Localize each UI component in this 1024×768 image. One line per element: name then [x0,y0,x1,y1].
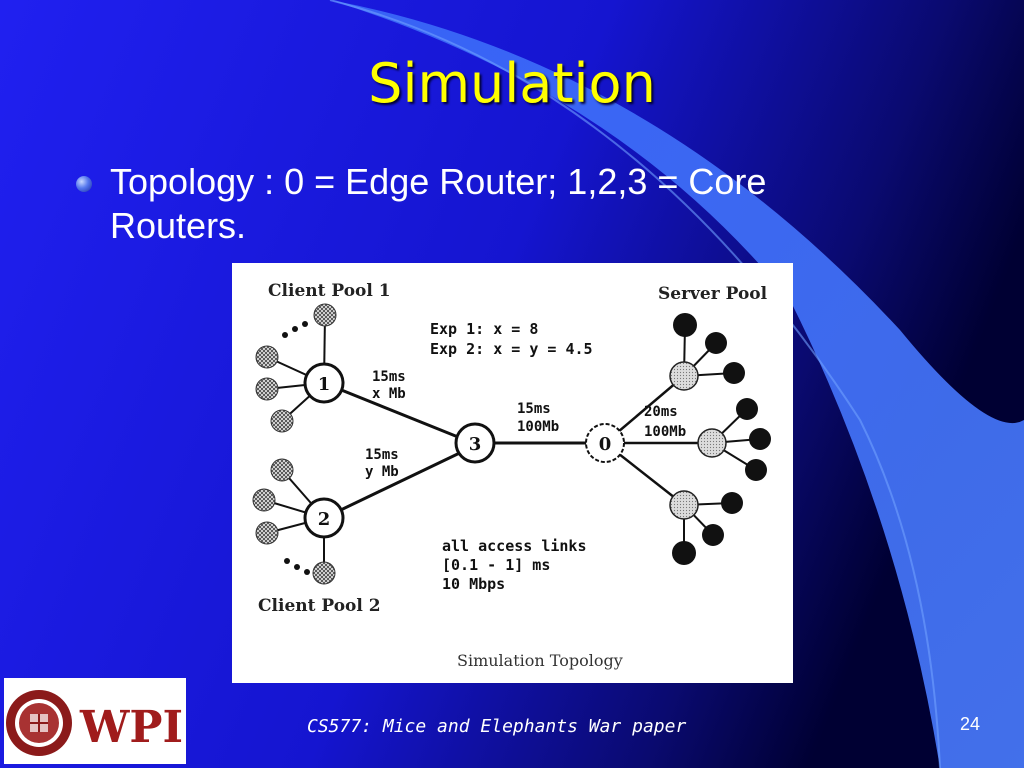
link-0-server-delay: 20ms [644,404,678,420]
access-links-delay: [0.1 - 1] ms [442,556,550,574]
topology-diagram-svg: 1 2 3 0 Client Pool 1 Client Pool 2 Serv… [252,281,771,670]
link-2-3 [323,447,469,520]
link-2-3-bandwidth: y Mb [365,464,399,480]
exp2-label: Exp 2: x = y = 4.5 [430,340,593,358]
router-node-2 [303,497,345,539]
node-label-0: 0 [599,434,612,455]
wpi-logo: WPI [4,678,186,764]
link-0-server-bandwidth: 100Mb [644,424,686,440]
link-3-0-delay: 15ms [517,401,551,417]
link-1-3-delay: 15ms [372,369,406,385]
slide-page-number: 24 [960,714,981,734]
client-hosts [252,303,337,585]
slide-footer: CS577: Mice and Elephants War paper [307,716,687,737]
client-pool-1-label: Client Pool 1 [268,281,391,301]
server-hosts [672,313,771,565]
server-routers [669,361,727,520]
exp1-label: Exp 1: x = 8 [430,320,538,338]
link-2-3-delay: 15ms [365,447,399,463]
diagram-caption: Simulation Topology [457,651,623,670]
node-label-2: 2 [318,509,331,530]
client-pool-2-label: Client Pool 2 [258,596,381,616]
router-nodes: 1 2 3 0 [303,362,625,539]
slide-title: Simulation [368,52,656,115]
client-ellipsis-dots [282,321,310,575]
server-pool-label: Server Pool [658,284,768,304]
wpi-logo-text: WPI [79,702,183,753]
bullet-text: Topology : 0 = Edge Router; 1,2,3 = Core… [110,161,767,246]
router-node-3 [454,422,496,464]
wpi-seal-icon: WPI [6,690,183,756]
link-3-0-bandwidth: 100Mb [517,419,559,435]
node-label-1: 1 [318,374,331,395]
router-node-1 [303,362,345,404]
router-node-0 [585,423,625,463]
access-links-bandwidth: 10 Mbps [442,575,505,593]
topology-diagram: 1 2 3 0 Client Pool 1 Client Pool 2 Serv… [232,263,793,683]
node-label-3: 3 [469,434,482,455]
bullet-dot-icon [76,176,92,192]
link-1-3-bandwidth: x Mb [372,386,406,402]
link-1-3 [323,381,469,443]
access-links-label: all access links [442,537,587,555]
